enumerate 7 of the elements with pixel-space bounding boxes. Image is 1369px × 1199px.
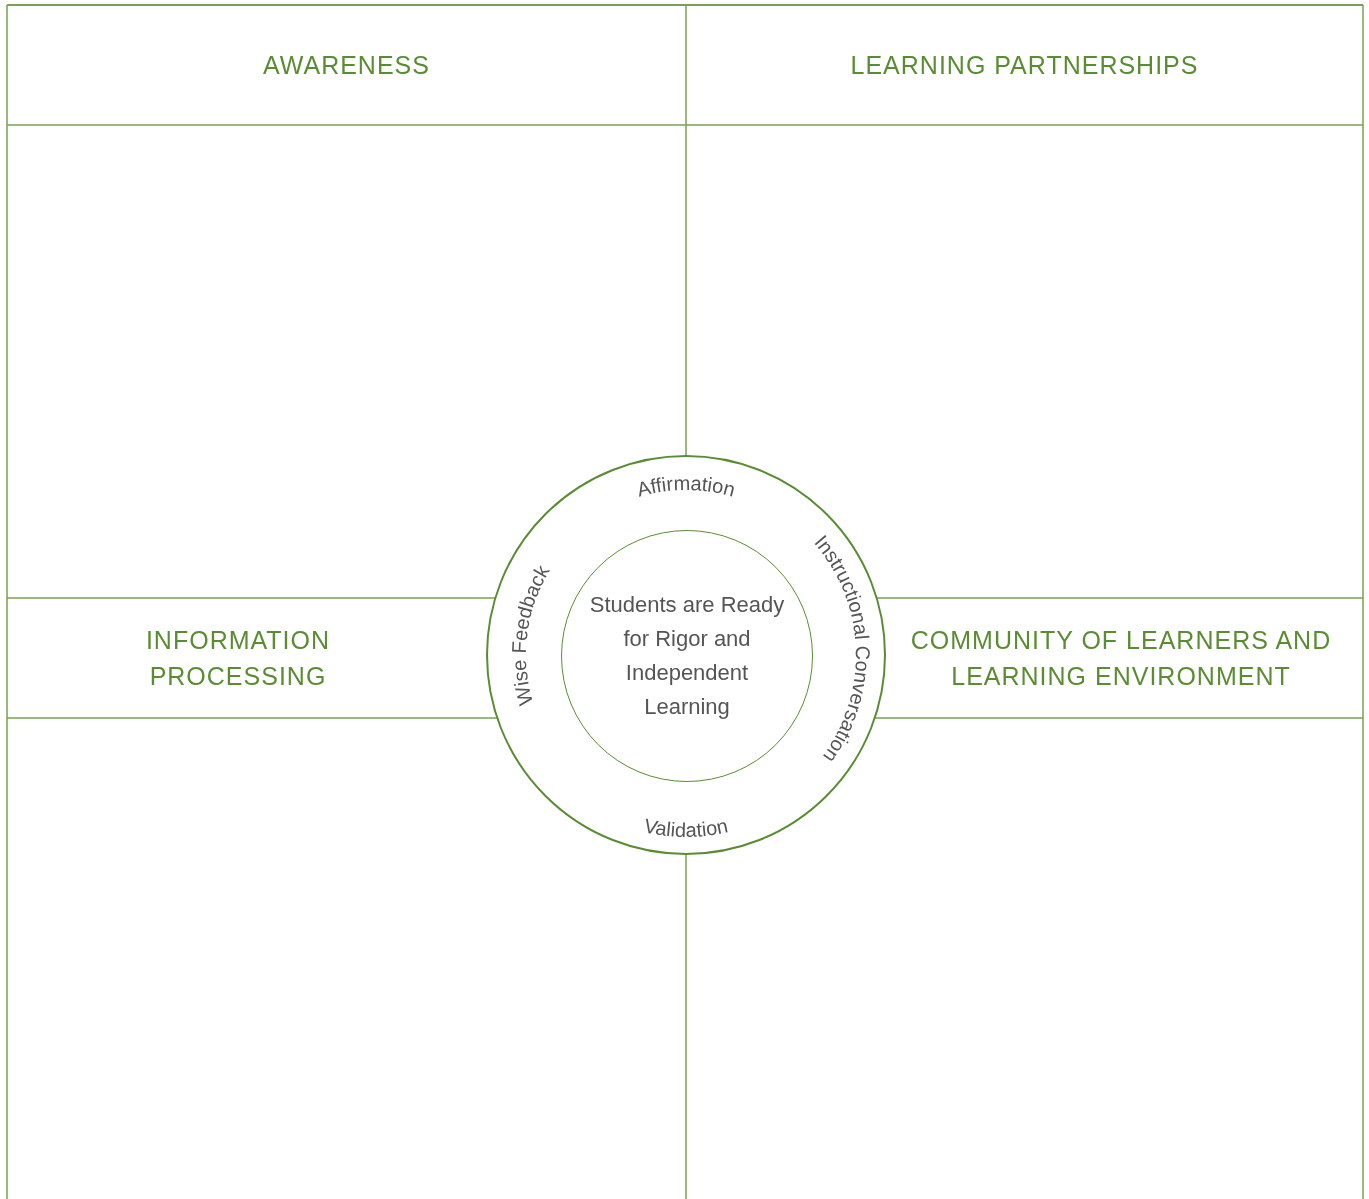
section-heading: INFORMATION PROCESSING xyxy=(144,625,332,692)
section-heading: AWARENESS xyxy=(263,50,430,81)
section-heading: COMMUNITY OF LEARNERS AND LEARNING ENVIRONMENT xyxy=(909,625,1333,692)
center-text: Students are Ready for Rigor and Independent Learning xyxy=(588,591,786,721)
ring-label: Validation xyxy=(642,814,730,842)
section-heading: LEARNING PARTNERSHIPS xyxy=(850,50,1199,81)
ring-label: Affirmation xyxy=(634,471,738,501)
